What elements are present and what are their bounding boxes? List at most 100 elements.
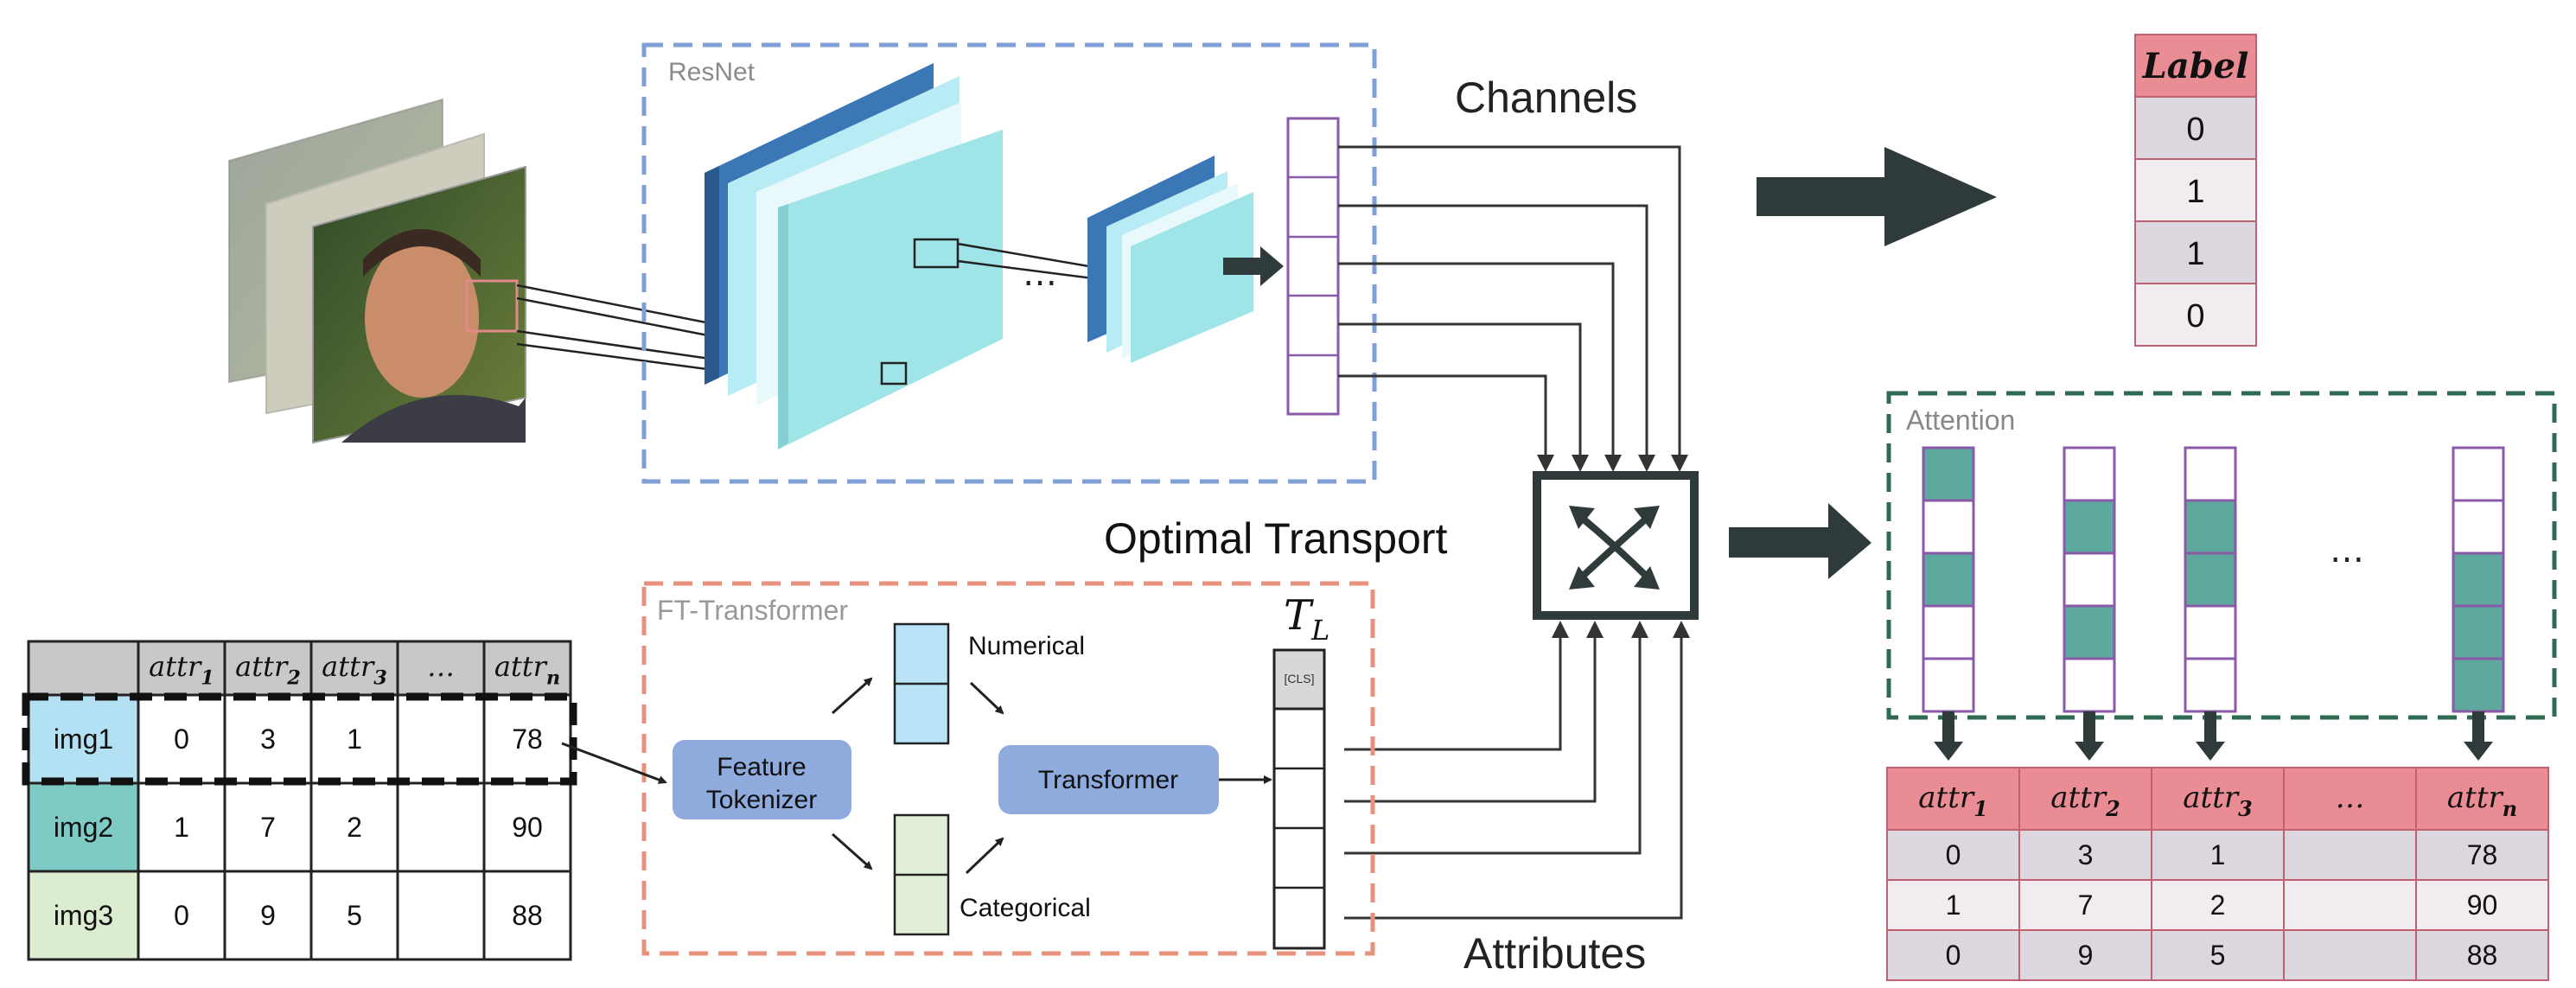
attribute-arrows — [1344, 621, 1690, 920]
label-cell — [2134, 96, 2257, 160]
output-cell-value: 9 — [2078, 940, 2094, 971]
output-cell-value: 3 — [2078, 839, 2094, 870]
attention-ellipsis: ⋯ — [2330, 540, 2364, 578]
input-cell-value: 3 — [260, 723, 276, 755]
attention-down-arrow — [2196, 711, 2225, 761]
attention-cell — [2184, 446, 2237, 502]
resnet-label: ResNet — [668, 58, 756, 86]
attention-cell — [2184, 604, 2237, 660]
resnet-block: ResNet ⋯ — [641, 42, 1377, 484]
label-value: 1 — [2186, 236, 2204, 272]
channel-feature-vector — [1286, 117, 1340, 416]
attention-down-arrow — [1934, 711, 1963, 761]
output-header-label: attr1 — [1918, 781, 1987, 821]
attention-label: Attention — [1906, 405, 2015, 436]
input-face-images — [228, 98, 905, 444]
input-cell-value: 0 — [174, 723, 189, 755]
attention-block: Attention ⋯ — [1886, 391, 2557, 761]
output-header-cell — [2151, 767, 2285, 831]
input-cell — [309, 781, 399, 873]
attention-cell — [1922, 499, 1975, 555]
input-cell-value: 7 — [260, 812, 276, 843]
attention-cell — [2063, 551, 2116, 608]
attention-cell — [1922, 604, 1975, 660]
output-cell-value: 90 — [2467, 889, 2498, 921]
categorical-label: Categorical — [960, 894, 1091, 922]
input-header-cell — [137, 640, 226, 697]
attention-cell-active — [1922, 551, 1975, 608]
attention-cell — [2452, 446, 2505, 502]
input-cell-value: 88 — [512, 900, 543, 931]
attention-cell — [2063, 446, 2116, 502]
feature-tokenizer-line1: Feature — [717, 753, 806, 781]
output-cell — [2283, 879, 2417, 931]
label-header: Label — [2142, 46, 2249, 86]
input-row-name: img1 — [54, 723, 113, 755]
attention-vector — [2452, 446, 2505, 761]
label-cell — [2134, 158, 2257, 222]
output-cell — [2018, 929, 2152, 981]
output-header-cell — [1886, 767, 2020, 831]
output-cell — [1886, 829, 2020, 881]
attention-vector — [2184, 446, 2237, 761]
output-cell-value: 2 — [2210, 889, 2226, 921]
input-cell-value: 78 — [512, 723, 543, 755]
input-row-name: img3 — [54, 900, 113, 931]
feature-tokenizer-line2: Tokenizer — [706, 786, 817, 814]
attention-cell — [1922, 657, 1975, 713]
output-cell — [2283, 829, 2417, 881]
attention-down-arrow — [2464, 711, 2493, 761]
input-header-label: attr1 — [149, 650, 214, 690]
input-cell — [396, 781, 486, 873]
output-header-label: … — [2336, 781, 2365, 815]
attributes-label: Attributes — [1463, 929, 1646, 978]
transformer-label: Transformer — [1038, 766, 1178, 794]
label-value: 0 — [2186, 298, 2204, 335]
attention-cell-active — [2063, 604, 2116, 660]
attention-cell — [2063, 657, 2116, 713]
attention-cell — [2184, 657, 2237, 713]
input-cell — [482, 693, 572, 785]
label-cell — [2134, 283, 2257, 347]
output-cell-value: 5 — [2210, 940, 2226, 971]
face-patch-highlight — [465, 279, 519, 333]
output-cell-value: 0 — [1946, 940, 1961, 971]
output-cell-value: 88 — [2467, 940, 2498, 971]
input-header-label: attrn — [494, 650, 560, 690]
attention-output-arrow — [1729, 503, 1871, 579]
input-cell — [482, 870, 572, 961]
input-cell-value: 1 — [347, 723, 362, 755]
attention-cell-active — [2452, 551, 2505, 608]
output-cell — [2283, 929, 2417, 981]
input-cell — [396, 870, 486, 961]
label-cell — [2134, 220, 2257, 284]
output-header-label: attrn — [2447, 781, 2517, 821]
attention-cell — [2452, 499, 2505, 555]
tl-token-vector: [CLS] — [1272, 648, 1326, 950]
output-cell-value: 7 — [2078, 889, 2094, 921]
optimal-transport-block — [1533, 471, 1699, 620]
output-cell — [2151, 829, 2285, 881]
output-cell — [2415, 929, 2549, 981]
output-cell — [1886, 929, 2020, 981]
attention-vector — [1922, 446, 1975, 761]
output-header-cell — [2018, 767, 2152, 831]
output-header-label: attr3 — [2183, 781, 2252, 821]
transformer-box — [998, 745, 1219, 814]
input-header-label: attr2 — [235, 650, 301, 690]
input-cell — [396, 693, 486, 785]
input-cell — [309, 693, 399, 785]
tl-label: TL — [1284, 591, 1329, 647]
feature-tokenizer-box — [673, 740, 851, 819]
input-header-cell — [309, 640, 399, 697]
attention-cell-active — [1922, 446, 1975, 502]
output-header-cell — [2415, 767, 2549, 831]
input-row-name-cell — [27, 781, 140, 873]
output-cell — [2415, 829, 2549, 881]
input-cell-value: 2 — [347, 812, 362, 843]
input-row-name-cell — [27, 870, 140, 961]
input-cell-value: 5 — [347, 900, 362, 931]
